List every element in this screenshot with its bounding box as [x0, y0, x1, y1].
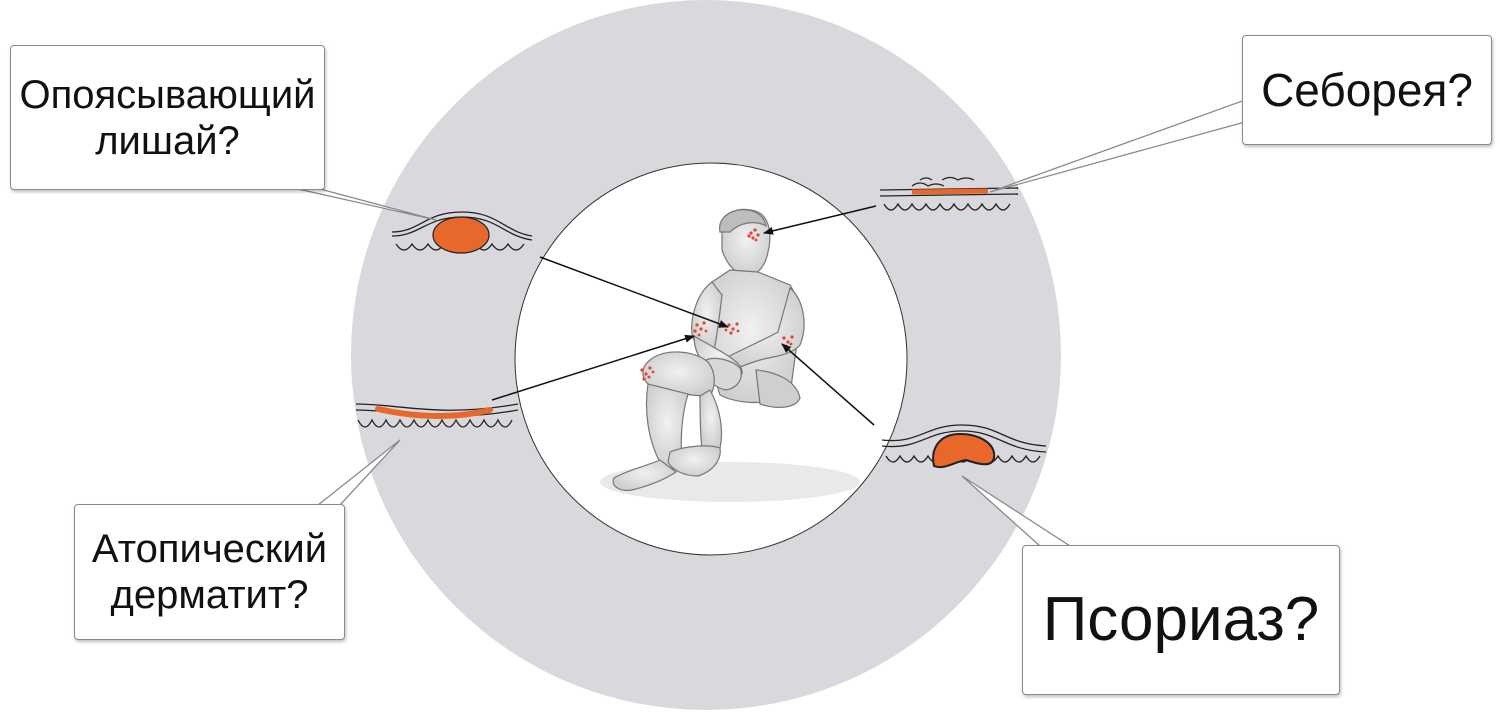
callout-psoriasis-line1: Псориаз? [1042, 585, 1320, 655]
arrow-icon [781, 343, 875, 426]
callout-shingles: Опоясывающий лишай? [10, 45, 325, 190]
arrows [491, 205, 877, 426]
skin-cross-section-icon [355, 403, 519, 428]
callout-seborrhea-line1: Себорея? [1261, 63, 1473, 116]
callout-atopic-line1: Атопический [91, 527, 328, 571]
callout-atopic-dermatitis: Атопический дерматит? [74, 504, 345, 640]
callout-atopic-line2: дерматит? [110, 573, 309, 617]
skin-cross-section-icon [879, 176, 1019, 211]
callout-seborrhea: Себорея? [1242, 35, 1492, 145]
callout-shingles-line1: Опоясывающий [19, 72, 316, 117]
arrow-icon [763, 205, 877, 235]
human-figure-sketch-icon [600, 208, 860, 502]
skin-cross-section-icon [391, 211, 533, 254]
arrow-icon [491, 334, 695, 401]
callout-psoriasis: Псориаз? [1022, 545, 1340, 695]
skin-cross-section-icon [881, 424, 1047, 469]
arrow-icon [539, 256, 729, 328]
callout-pointers [297, 99, 1246, 547]
callout-shingles-line2: лишай? [95, 118, 240, 163]
